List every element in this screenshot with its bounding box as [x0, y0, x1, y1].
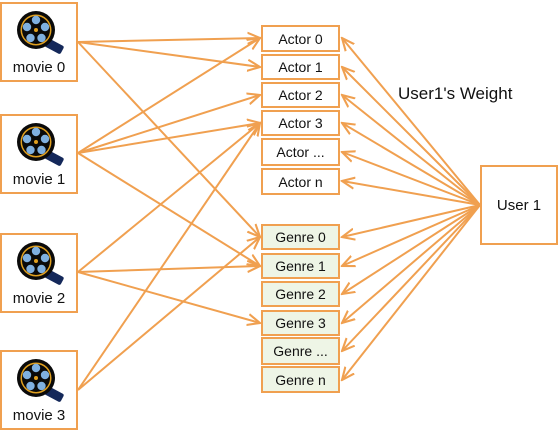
film-reel-icon [16, 358, 66, 404]
movie-1-to-actor-3-edge [77, 123, 260, 154]
movie-0-to-actor-1-edge [77, 41, 260, 67]
user-to-genre-2-edge [342, 204, 481, 294]
movie-2-to-genre-3-edge [77, 271, 260, 323]
genre-node-1: Genre 1 [261, 253, 340, 279]
user-to-genre-0-edge [342, 204, 481, 237]
actor-label: Actor 2 [278, 87, 323, 103]
genre-node-2: Genre 2 [261, 281, 340, 307]
user-to-actor-5-edge [342, 181, 481, 206]
actor-label: Actor ... [276, 144, 325, 160]
movie-1-to-actor-0-edge [77, 38, 260, 154]
movie-1-to-genre-1-edge [77, 152, 260, 266]
actor-label: Actor 0 [278, 30, 323, 47]
movie-node-0: movie 0 [0, 2, 78, 82]
user-to-actor-0-edge [342, 38, 481, 206]
movie-label: movie 1 [12, 171, 66, 188]
movie-node-2: movie 2 [0, 233, 78, 313]
actor-label: Actor 1 [278, 59, 323, 75]
genre-label: Genre 3 [275, 315, 326, 331]
movie-label: movie 2 [12, 290, 66, 307]
movie-3-to-actor-3-edge [77, 123, 260, 391]
film-reel-icon [16, 122, 66, 168]
user-label: User 1 [496, 196, 542, 214]
actor-label: Actor n [278, 173, 323, 190]
movie-0-to-actor-0-edge [77, 38, 260, 42]
user-node: User 1 [480, 165, 558, 245]
actor-node-n: Actor n [261, 168, 340, 195]
user-to-actor-3-edge [342, 123, 481, 206]
genre-node-0: Genre 0 [261, 224, 340, 250]
actor-node-1: Actor 1 [261, 54, 340, 80]
genre-node-n: Genre n [261, 366, 340, 393]
movie-label: movie 0 [12, 59, 66, 76]
movie-1-to-actor-2-edge [77, 95, 260, 154]
movie-0-to-genre-0-edge [77, 41, 260, 237]
actor-node-0: Actor 0 [261, 25, 340, 52]
film-reel-icon [16, 10, 66, 56]
actor-node-3: Actor 3 [261, 110, 340, 136]
movie-label: movie 3 [12, 407, 66, 424]
genre-node-3: Genre 3 [261, 310, 340, 336]
user-to-genre-5-edge [342, 204, 481, 380]
actor-node-2: Actor 2 [261, 82, 340, 108]
movie-2-to-genre-1-edge [77, 266, 260, 273]
film-reel-icon [16, 241, 66, 287]
movie-2-to-actor-3-edge [77, 123, 260, 273]
weight-label: User1's Weight [398, 84, 513, 103]
user-to-genre-3-edge [342, 204, 481, 323]
actor-label: Actor 3 [278, 115, 323, 131]
genre-label: Genre ... [273, 343, 328, 359]
genre-label: Genre 2 [275, 286, 326, 302]
user-to-actor-4-edge [342, 152, 481, 206]
user-to-actor-2-edge [342, 95, 481, 206]
genre-label: Genre 0 [275, 229, 326, 245]
user-to-genre-4-edge [342, 204, 481, 351]
movie-node-1: movie 1 [0, 114, 78, 194]
genre-node-ellipsis: Genre ... [261, 337, 340, 365]
user-to-genre-1-edge [342, 204, 481, 266]
movie-3-to-genre-0-edge [77, 237, 260, 391]
user-to-actor-1-edge [342, 67, 481, 206]
genre-label: Genre 1 [275, 258, 326, 274]
genre-label: Genre n [275, 371, 326, 388]
actor-node-ellipsis: Actor ... [261, 138, 340, 166]
movie-node-3: movie 3 [0, 350, 78, 430]
